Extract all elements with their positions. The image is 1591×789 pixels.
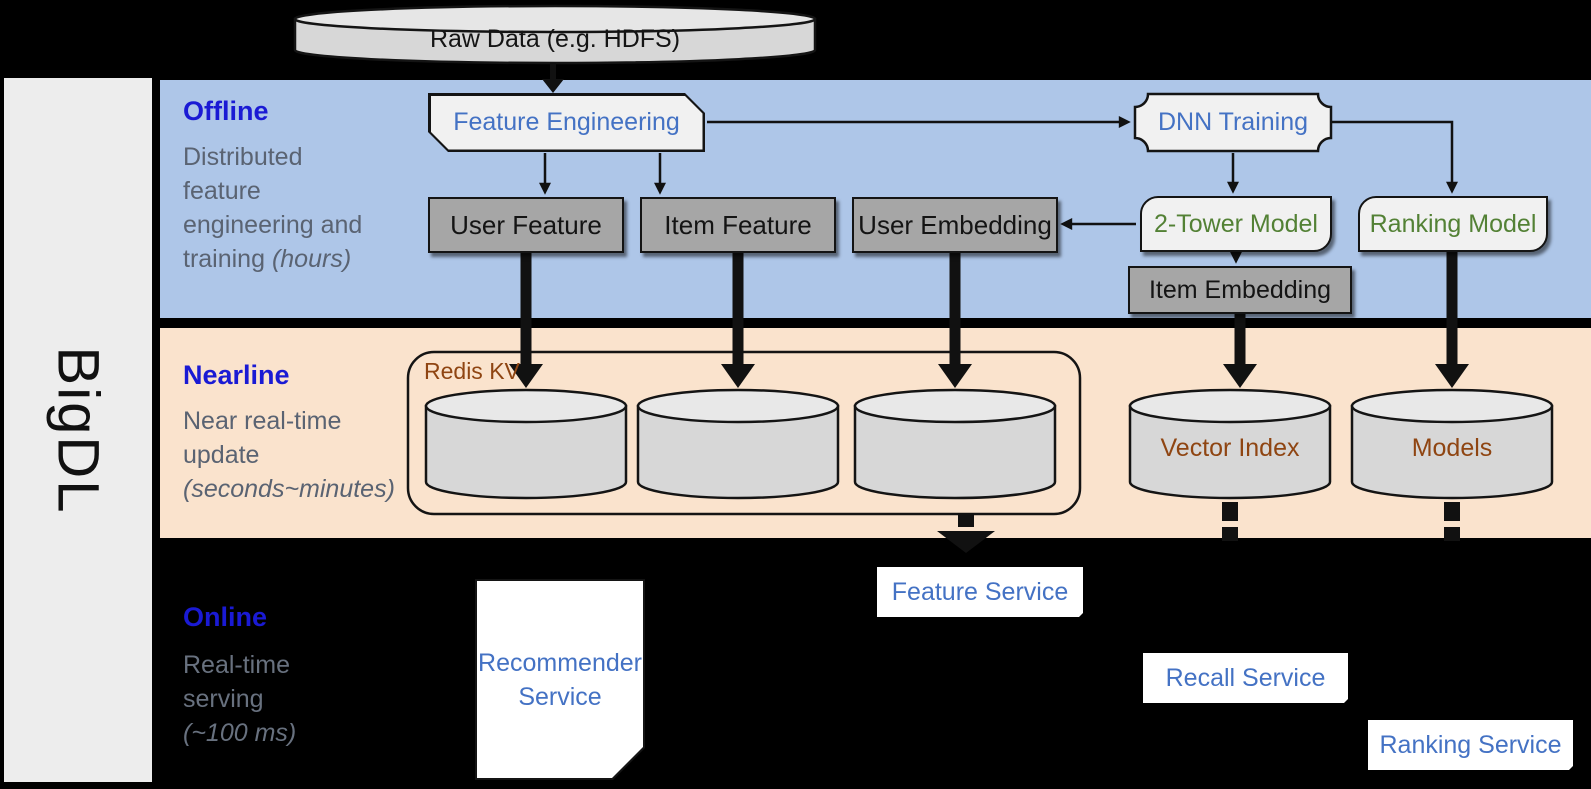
dnn-training-plaque-shape bbox=[1133, 92, 1333, 153]
dashed-line-models-to-ranking-service bbox=[1444, 502, 1460, 541]
raw-data-cylinder bbox=[293, 4, 817, 65]
feature-service-node: Feature Service bbox=[877, 567, 1085, 624]
recall-service-label: Recall Service bbox=[1165, 663, 1326, 692]
arrow-user-embedding-to-redis bbox=[938, 251, 972, 388]
item-feature-node: Item Feature bbox=[640, 197, 836, 253]
raw-data-label: Raw Data (e.g. HDFS) bbox=[429, 24, 681, 53]
offline-sub-line4: training (hours) bbox=[183, 245, 352, 273]
two-tower-model-node: 2-Tower Model bbox=[1140, 196, 1332, 252]
offline-sub-line2: feature bbox=[183, 177, 261, 205]
redis-kv-container bbox=[406, 350, 1082, 516]
offline-sub-line1: Distributed bbox=[183, 143, 303, 171]
offline-band-title: Offline bbox=[183, 96, 269, 126]
online-sub-line1: Real-time bbox=[183, 651, 290, 679]
online-band-subtitle: Real-time serving (~100 ms) bbox=[183, 648, 423, 750]
nearline-band-title: Nearline bbox=[183, 360, 290, 390]
redis-cylinder-2 bbox=[636, 388, 840, 500]
nearline-sub-line1: Near real-time bbox=[183, 407, 342, 435]
redis-cylinder-1 bbox=[424, 388, 628, 500]
bigdl-side-panel: BigDL bbox=[4, 78, 152, 782]
online-band-title: Online bbox=[183, 602, 268, 632]
offline-band-subtitle: Distributed feature engineering and trai… bbox=[183, 140, 423, 276]
ranking-model-node: Ranking Model bbox=[1358, 196, 1548, 252]
arrow-dnn-to-ranking-model bbox=[1332, 120, 1458, 194]
arrow-item-feature-to-redis bbox=[721, 251, 755, 388]
dnn-training-label: DNN Training bbox=[1157, 108, 1309, 136]
feature-engineering-label: Feature Engineering bbox=[453, 108, 680, 136]
dashed-line-vector-index-to-recall-service bbox=[1222, 502, 1238, 541]
arrow-rawdata-to-fe bbox=[542, 63, 564, 93]
nearline-band-subtitle: Near real-time update (seconds~minutes) bbox=[183, 404, 433, 506]
online-sub-line3: (~100 ms) bbox=[183, 719, 297, 747]
folded-corner-icon bbox=[1337, 697, 1350, 710]
user-feature-node: User Feature bbox=[428, 197, 624, 253]
item-embedding-node: Item Embedding bbox=[1128, 266, 1352, 314]
ranking-service-label: Ranking Service bbox=[1379, 730, 1562, 759]
recommender-service-node: Recommender Service bbox=[475, 579, 645, 780]
feature-engineering-node: Feature Engineering bbox=[428, 93, 705, 152]
redis-cylinder-3 bbox=[853, 388, 1057, 500]
user-embedding-node: User Embedding bbox=[852, 197, 1058, 253]
arrow-ranking-model-to-models bbox=[1435, 251, 1469, 388]
models-cylinder bbox=[1350, 388, 1554, 500]
redis-kv-label: Redis KV bbox=[424, 358, 520, 384]
folded-corner-icon bbox=[1072, 611, 1085, 624]
nearline-sub-line3: (seconds~minutes) bbox=[183, 475, 395, 503]
nearline-sub-line2: update bbox=[183, 441, 260, 469]
vector-index-label: Vector Index bbox=[1160, 433, 1300, 462]
recommender-service-label: Recommender Service bbox=[478, 648, 642, 711]
dashed-arrow-redis-to-feature-service bbox=[937, 513, 995, 553]
ranking-service-node: Ranking Service bbox=[1368, 720, 1575, 777]
vector-index-cylinder bbox=[1128, 388, 1332, 500]
offline-sub-line3: engineering and bbox=[183, 211, 363, 239]
arrow-user-feature-to-redis bbox=[509, 251, 543, 388]
online-sub-line2: serving bbox=[183, 685, 264, 713]
recall-service-node: Recall Service bbox=[1143, 653, 1350, 710]
folded-corner-icon bbox=[1562, 764, 1575, 777]
feature-service-label: Feature Service bbox=[891, 577, 1069, 606]
arrow-item-embedding-to-vector-index bbox=[1223, 312, 1257, 388]
models-label: Models bbox=[1411, 433, 1493, 462]
